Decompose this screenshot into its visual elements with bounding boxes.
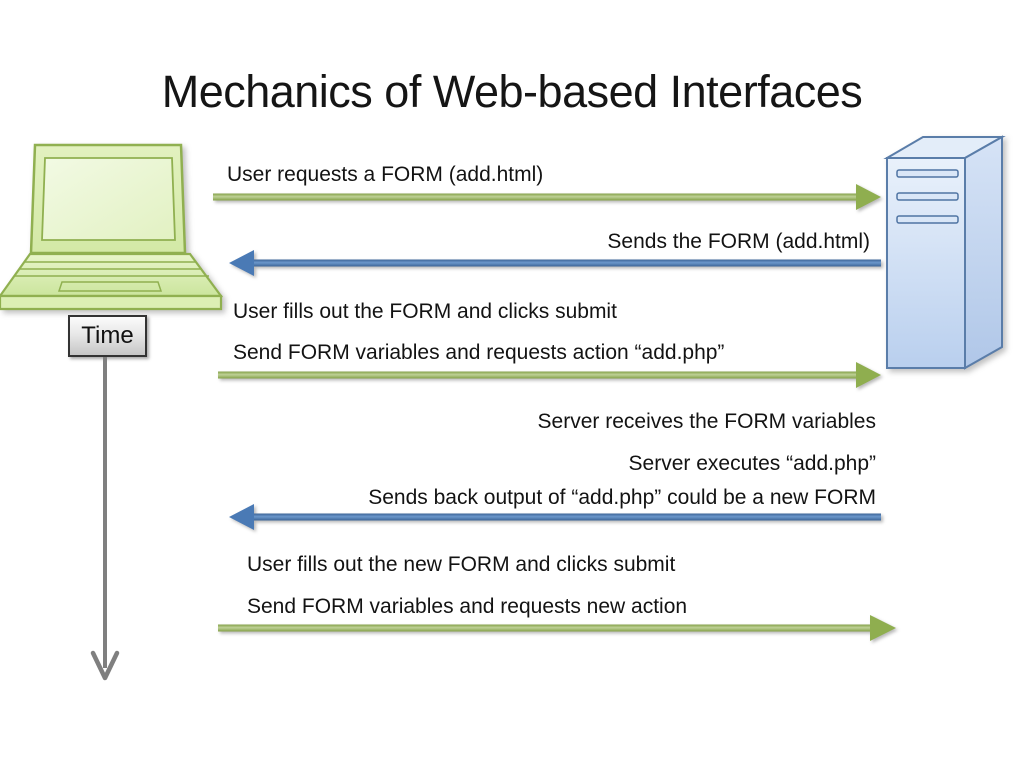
step-6-label: Server executes “add.php” — [628, 452, 876, 475]
step-4-label: Send FORM variables and requests action … — [233, 341, 725, 364]
step-2-label: Sends the FORM (add.html) — [607, 230, 870, 253]
step-5-label: Server receives the FORM variables — [537, 410, 876, 433]
slide-title: Mechanics of Web-based Interfaces — [161, 66, 863, 117]
response-arrow-step-2 — [229, 250, 881, 276]
step-3-label: User fills out the FORM and clicks submi… — [233, 300, 617, 323]
step-9-label: Send FORM variables and requests new act… — [247, 595, 688, 618]
request-arrow-step-9 — [218, 615, 896, 641]
laptop-icon — [0, 143, 224, 311]
time-label-box: Time — [68, 315, 147, 357]
step-8-label: User fills out the new FORM and clicks s… — [247, 553, 676, 576]
response-arrow-step-7 — [229, 504, 881, 530]
time-axis-arrow — [90, 357, 120, 681]
step-7-label: Sends back output of “add.php” could be … — [368, 486, 876, 509]
server-tower-icon — [883, 135, 1006, 370]
time-label: Time — [81, 322, 134, 349]
request-arrow-step-4 — [218, 362, 881, 388]
step-1-label: User requests a FORM (add.html) — [227, 163, 544, 186]
request-arrow-step-1 — [213, 184, 881, 210]
